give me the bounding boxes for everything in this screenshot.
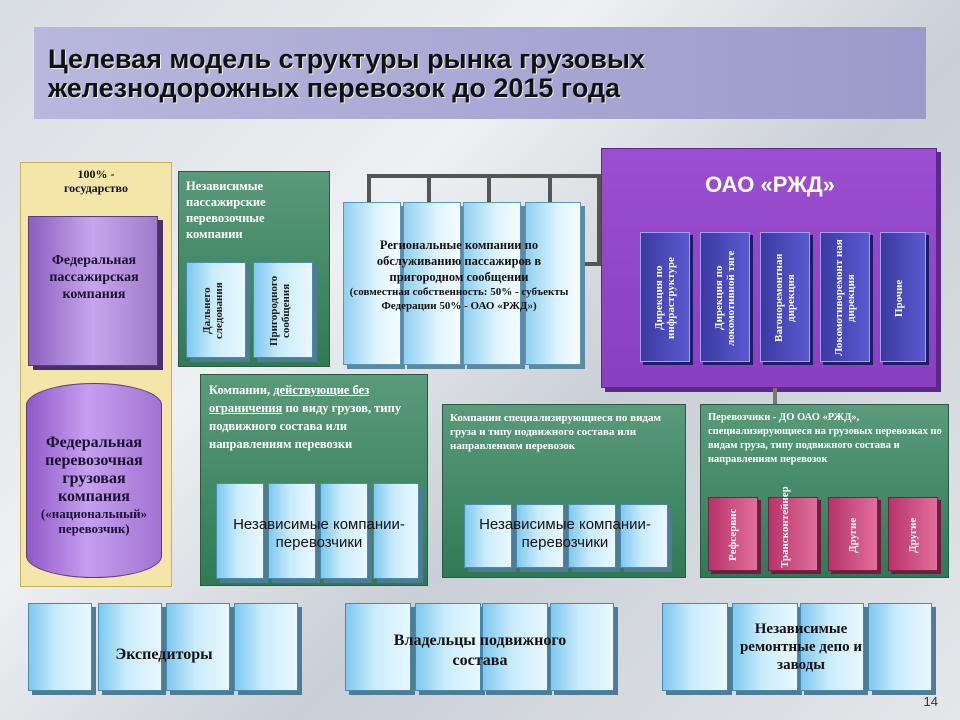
specialized-label: Независимые компании-перевозчики: [479, 516, 651, 551]
fgk-cylinder: [26, 383, 162, 578]
title-line-1: Целевая модель структуры рынка грузовых: [48, 44, 645, 74]
refservice-box: Рефсервис: [708, 497, 758, 571]
unrestricted-header-post: по виду грузов, типу подвижного состава …: [209, 401, 402, 451]
slide-title: Целевая модель структуры рынка грузовых …: [48, 45, 645, 103]
rzd-dir-infrastructure-label: Дирекция по инфраструктуре: [653, 257, 677, 339]
refservice-label: Рефсервис: [727, 508, 739, 562]
unrestricted-box-1: [216, 483, 264, 579]
forwarders-box-1: [28, 603, 92, 691]
regional-sub: (совместная собственность: 50% - субъект…: [349, 286, 569, 312]
repair-box-2: [732, 603, 798, 691]
unrestricted-box-2: [268, 483, 316, 579]
owners-label: Владельцы подвижного состава: [393, 632, 567, 669]
rzd-dir-other-label: Прочие: [893, 279, 905, 317]
regional-connector-2: [427, 174, 431, 204]
repair-label: Независимые ремонтные депо и заводы: [739, 621, 863, 673]
rzd-title: ОАО «РЖД»: [705, 172, 835, 197]
unrestricted-header-pre: Компании,: [209, 383, 274, 397]
rzd-dir-other: Прочие: [880, 232, 926, 362]
rzd-dir-loco-repair: Локомотиворемонт ная дирекция: [820, 232, 870, 362]
owners-box-3: [482, 603, 548, 691]
forwarders-label: Экспедиторы: [115, 646, 213, 663]
owners-box-4: [550, 603, 614, 691]
rzd-dir-traction: Дирекция по локомотивной тяге: [700, 232, 750, 362]
repair-box-3: [800, 603, 864, 691]
fpk-label: Федеральная пассажирская компания: [49, 253, 139, 302]
title-line-2: железнодорожных перевозок до 2015 года: [48, 73, 621, 103]
other-label-2: Другие: [907, 517, 919, 553]
repair-box-4: [868, 603, 932, 691]
unrestricted-header: Компании, действующие без ограничения по…: [209, 381, 419, 453]
specialized-box-4: [620, 504, 668, 568]
rzd-dir-infrastructure: Дирекция по инфраструктуре: [640, 232, 690, 362]
unrestricted-box-3: [320, 483, 368, 579]
passenger-independent-header: Независимые пассажирские перевозочные ко…: [186, 179, 266, 241]
forwarders-box-4: [234, 603, 298, 691]
fgk-name: Федеральная перевозочная грузовая компан…: [45, 434, 143, 505]
other-box-1: Другие: [828, 497, 878, 571]
regional-connector-top: [367, 174, 601, 178]
regional-box-4: [525, 202, 581, 365]
owners-box-2: [415, 603, 481, 691]
page-number: 14: [923, 694, 938, 709]
regional-box-2: [403, 202, 461, 365]
specialized-box-3: [568, 504, 616, 568]
title-bar: Целевая модель структуры рынка грузовых …: [34, 27, 926, 119]
specialized-box-2: [516, 504, 564, 568]
other-box-2: Другие: [888, 497, 938, 571]
regional-box-1: [343, 202, 401, 365]
state-header: 100% - государство: [64, 167, 128, 195]
regional-box-3: [463, 202, 521, 365]
forwarders-box-3: [166, 603, 230, 691]
rzd-dir-traction-label: Дирекция по локомотивной тяге: [713, 250, 737, 346]
unrestricted-box-4: [373, 483, 419, 579]
repair-box-1: [662, 603, 728, 691]
unrestricted-label: Независимые компании-перевозчики: [233, 516, 405, 551]
regional-connector-3: [487, 174, 491, 204]
specialized-header: Компании специализирующиеся по видам гру…: [450, 412, 661, 452]
transcontainer-box: Трансконтейнер: [768, 486, 818, 571]
regional-label: Региональные компании по обслуживанию па…: [345, 237, 573, 313]
long-distance-label: Дальнего следования: [201, 282, 225, 340]
rzd-link-horizontal: [585, 262, 607, 266]
specialized-box-1: [464, 504, 512, 568]
regional-connector-4: [548, 174, 552, 204]
fgk-sub: («национальный» перевозчик): [40, 506, 148, 536]
suburban-box: Пригородного сообщения: [253, 262, 313, 358]
regional-connector-1: [367, 174, 371, 204]
owners-box-1: [345, 603, 411, 691]
rzd-carriers-header: Перевозчики - ДО ОАО «РЖД», специализиру…: [708, 412, 942, 465]
rzd-dir-wagon-repair-label: Вагоноремонтная дирекция: [773, 253, 797, 343]
long-distance-box: Дальнего следования: [186, 262, 246, 358]
forwarders-box-2: [98, 603, 162, 691]
unrestricted-header-underlined: действующие без ограничения: [209, 383, 370, 415]
rzd-link-vertical: [597, 174, 601, 266]
rzd-dir-wagon-repair: Вагоноремонтная дирекция: [760, 232, 810, 362]
suburban-label: Пригородного сообщения: [268, 275, 292, 347]
rzd-to-carriers-line: [773, 388, 777, 408]
fpk-box: [28, 216, 158, 366]
other-label-1: Другие: [847, 517, 859, 553]
transcontainer-label: Трансконтейнер: [779, 486, 791, 568]
fgk-label: Федеральная перевозочная грузовая компан…: [30, 434, 158, 536]
regional-main: Региональные компании по обслуживанию па…: [376, 238, 542, 284]
rzd-dir-loco-repair-label: Локомотиворемонт ная дирекция: [833, 239, 857, 357]
